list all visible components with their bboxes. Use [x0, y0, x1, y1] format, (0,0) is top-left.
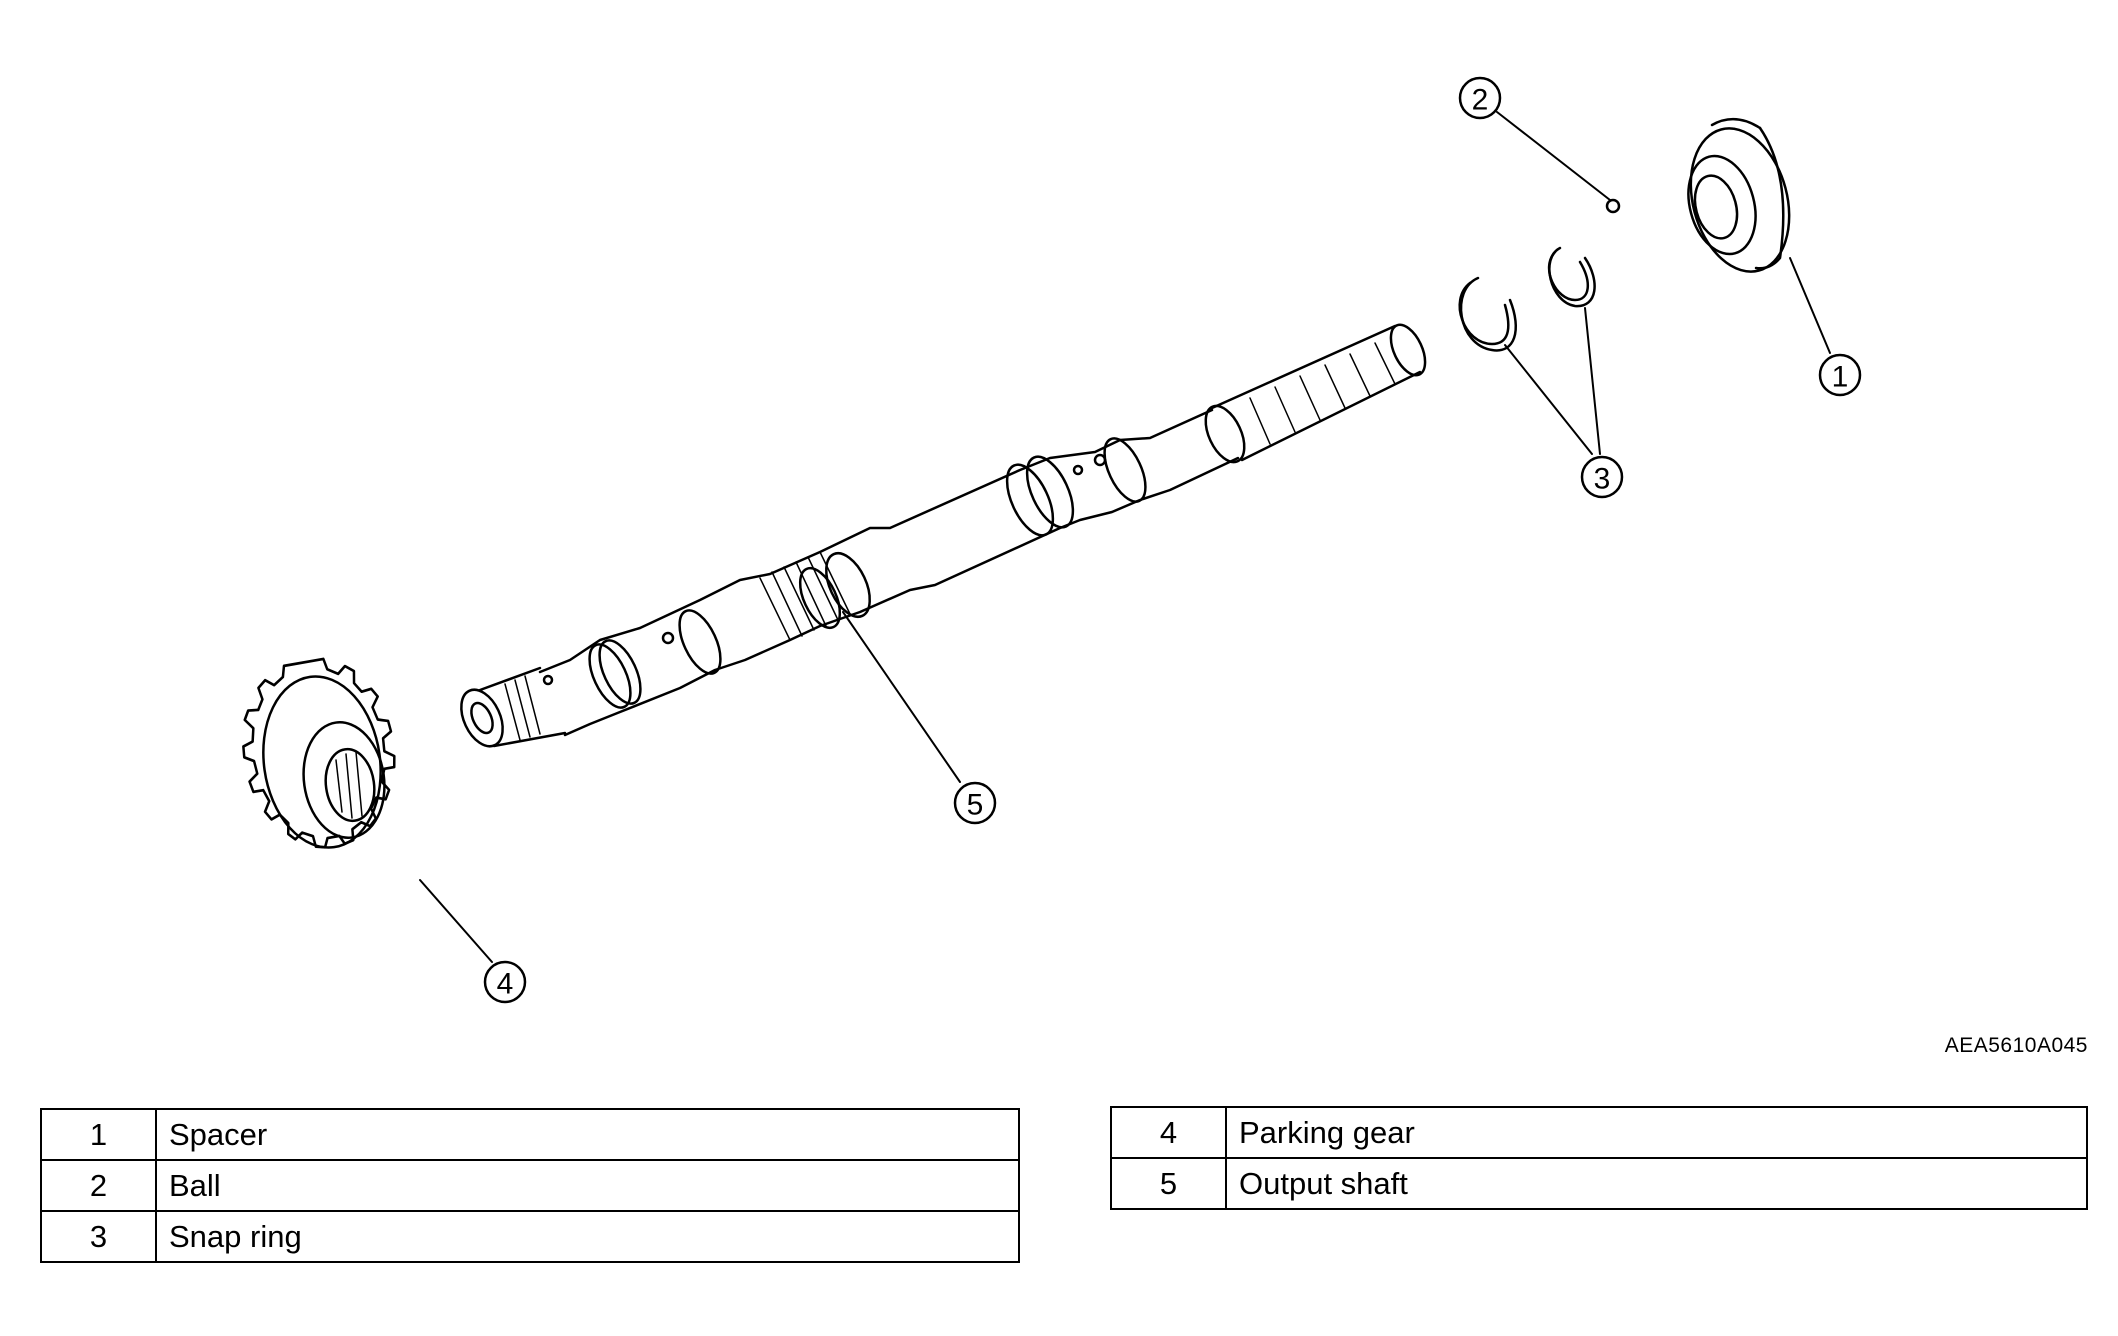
figure-code: AEA5610A045 [1944, 1034, 2088, 1057]
table-row: 3 Snap ring [40, 1210, 1020, 1263]
callout-3-circle [1580, 455, 1624, 499]
callout-3-number: 3 [1594, 463, 1611, 496]
part-number: 1 [40, 1108, 157, 1161]
leader-line-2 [1496, 111, 1611, 201]
legend-table-left: 1 Spacer 2 Ball 3 Snap ring [40, 1108, 1020, 1263]
part-number: 2 [40, 1159, 157, 1212]
callout-2-circle [1458, 76, 1502, 120]
leader-line-1 [1789, 257, 1831, 354]
callout-2-number: 2 [1472, 84, 1489, 117]
table-row: 4 Parking gear [1110, 1106, 2088, 1159]
part-number: 4 [1110, 1106, 1227, 1159]
snap-ring-part [1458, 246, 1596, 352]
callout-4-number: 4 [497, 968, 514, 1001]
legend-table-right: 4 Parking gear 5 Output shaft [1110, 1106, 2088, 1210]
table-row: 5 Output shaft [1110, 1157, 2088, 1210]
output-shaft-part [460, 323, 1427, 748]
spacer-part [1687, 118, 1791, 273]
part-name: Parking gear [1225, 1106, 2088, 1159]
leader-line-5 [842, 611, 961, 783]
callout-5-number: 5 [967, 789, 984, 822]
table-row: 1 Spacer [40, 1108, 1020, 1161]
part-name: Output shaft [1225, 1157, 2088, 1210]
leader-line-4 [419, 879, 493, 963]
callout-1-circle [1818, 353, 1862, 397]
part-number: 5 [1110, 1157, 1227, 1210]
leader-line-3b [1584, 307, 1601, 455]
leader-line-3a [1504, 344, 1593, 455]
part-name: Ball [155, 1159, 1020, 1212]
parking-gear-part [242, 657, 396, 849]
table-row: 2 Ball [40, 1159, 1020, 1212]
part-name: Snap ring [155, 1210, 1020, 1263]
callout-1-number: 1 [1832, 361, 1849, 394]
part-name: Spacer [155, 1108, 1020, 1161]
part-number: 3 [40, 1210, 157, 1263]
callout-5-circle [953, 781, 997, 825]
callout-4-circle [483, 960, 527, 1004]
ball-part [1605, 198, 1621, 214]
